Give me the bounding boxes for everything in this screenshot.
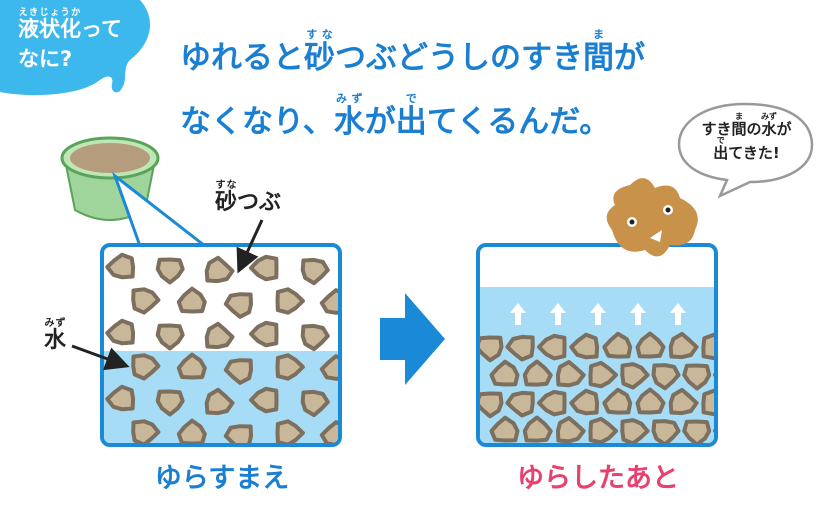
up-arrow-icon (590, 303, 606, 325)
sand-grain (131, 353, 161, 381)
sand-grain (155, 389, 185, 417)
sand-grain (131, 419, 161, 443)
sand-grains (480, 303, 714, 443)
sand-grain (701, 388, 714, 417)
sand-grain (176, 418, 207, 443)
sand-grain (204, 255, 235, 284)
sand-grain (176, 286, 207, 314)
sand-grain (480, 391, 504, 419)
caption-after: ゆらしたあと (517, 463, 679, 494)
sand-grain (319, 288, 338, 315)
sand-grain (275, 353, 305, 381)
up-arrow-icon (550, 303, 566, 325)
sand-grain (480, 335, 504, 363)
sand-grain (249, 386, 279, 414)
sand-grain (300, 257, 330, 286)
sand-grain (204, 321, 235, 350)
sand-grain (555, 360, 586, 388)
sand-pointer-arrow (236, 219, 264, 274)
badge-text: 液状化えきじょうかって なに? (18, 8, 122, 71)
sand-grain (300, 389, 330, 418)
sand-grain (176, 352, 207, 380)
sand-grain (105, 252, 136, 280)
sand-grain (569, 388, 600, 416)
up-arrow-icon (630, 303, 646, 325)
sand-grain (651, 363, 681, 391)
before-box (100, 243, 342, 447)
sand-grain (155, 257, 185, 285)
sand-grain (701, 332, 714, 361)
speech-bubble-text: すき間まの水みずが 出でてきた! (701, 112, 792, 162)
sand-grain (569, 332, 600, 360)
speech-bubble (677, 102, 814, 199)
sand-grain (682, 419, 712, 443)
sand-grain (319, 354, 338, 381)
sand-grain (131, 287, 161, 315)
up-arrow-icon (510, 303, 526, 325)
sand-grain (489, 415, 520, 443)
sand-grain (537, 333, 567, 361)
sand-grain (635, 331, 666, 359)
sand-grain (300, 323, 330, 352)
sand-grain (602, 387, 633, 415)
sand-grain (635, 387, 666, 415)
sand-grain (489, 359, 520, 387)
sand-grain (588, 416, 618, 443)
sand-grain (319, 420, 338, 443)
sand-grain (588, 360, 618, 389)
sand-grain (105, 318, 136, 346)
sand-grain (223, 292, 253, 319)
sand-grain (204, 387, 235, 416)
sand-grain (668, 387, 699, 416)
sand-grain (505, 390, 535, 418)
after-box (476, 243, 718, 447)
sand-grain (249, 320, 279, 348)
sand-label: 砂すなつぶ (215, 180, 282, 215)
badge-splash (0, 0, 151, 96)
up-arrow-icon (670, 303, 686, 325)
sand-grain (668, 331, 699, 360)
sand-grain (223, 358, 253, 385)
title-line-2: なくなり、水みずが出でてくるんだ。 (180, 92, 611, 140)
sand-grain (522, 415, 553, 443)
right-arrow-icon (380, 293, 445, 385)
sand-grain (602, 331, 633, 359)
sand-grain (651, 419, 681, 443)
title-line-1: ゆれると砂すなつぶどうしのすき間まが (180, 28, 645, 76)
water-pointer-arrow (71, 344, 130, 371)
water-label: 水みず (44, 318, 67, 353)
sand-grain (682, 363, 712, 391)
sand-grain (537, 389, 567, 417)
sand-grain (105, 384, 136, 412)
mascot-mud-character (606, 178, 698, 257)
sand-grain (275, 287, 305, 315)
caption-before: ゆらすまえ (154, 463, 290, 494)
sand-grain (522, 359, 553, 387)
sand-grain (555, 416, 586, 443)
sand-grain (505, 334, 535, 362)
sand-grain (223, 424, 253, 443)
sand-grain (275, 419, 305, 443)
sand-grain (155, 323, 185, 351)
sand-grain (620, 418, 650, 443)
sand-grains (105, 252, 338, 443)
sand-grain (620, 362, 650, 390)
